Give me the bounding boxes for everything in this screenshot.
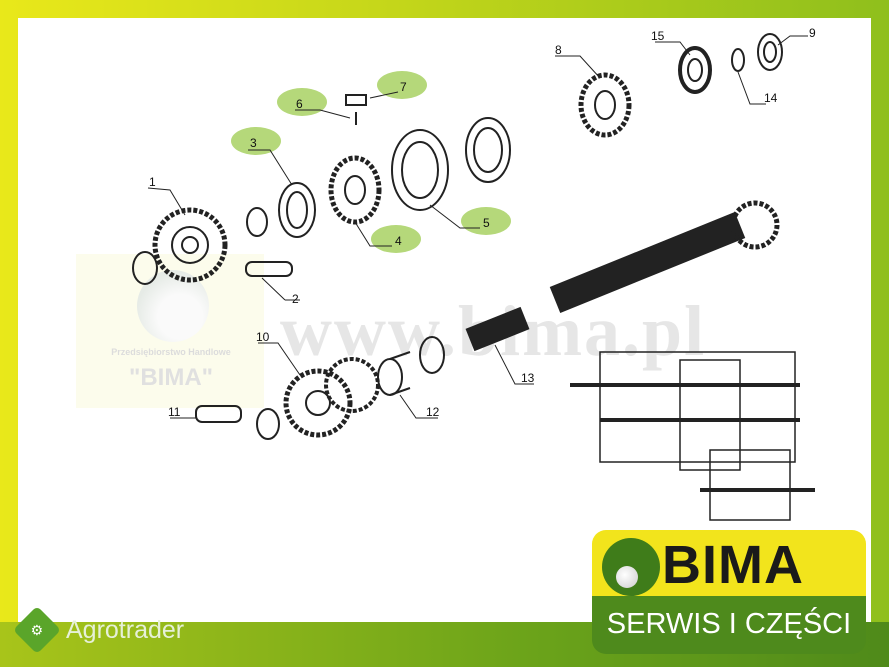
part-label-11: 11 <box>168 405 181 419</box>
gear-1 <box>152 207 228 283</box>
gear-4 <box>328 155 382 225</box>
part-label-13: 13 <box>521 371 535 385</box>
part-label-6: 6 <box>296 97 303 111</box>
bearing-left <box>132 251 158 285</box>
part-label-12: 12 <box>426 405 440 419</box>
shaft <box>549 200 780 313</box>
part-label-15: 15 <box>651 29 665 43</box>
watermark-logo-icon <box>137 270 209 342</box>
ring-3 <box>278 182 316 238</box>
bearing-12 <box>419 336 445 374</box>
part-label-10: 10 <box>256 330 270 344</box>
part-label-8: 8 <box>555 43 562 57</box>
ring-5 <box>391 129 449 211</box>
part-label-9: 9 <box>809 26 816 40</box>
tube-13 <box>465 306 530 352</box>
leader-lines <box>147 35 808 419</box>
highlight-7 <box>377 71 427 99</box>
watermark-company-name: "BIMA" <box>128 364 214 391</box>
detent-6-7 <box>345 94 367 125</box>
bima-tagline: SERWIS I CZĘŚCI <box>606 608 852 640</box>
bearing-11 <box>256 408 280 440</box>
agrotrader-text: Agrotrader <box>66 615 185 644</box>
ring-sync <box>465 117 511 183</box>
part-label-5: 5 <box>483 216 490 230</box>
gearbox-section <box>570 351 815 521</box>
bima-ball-icon <box>602 538 660 596</box>
highlight-ellipses <box>231 71 511 253</box>
pin-2 <box>245 261 293 277</box>
bearing-small <box>246 207 268 237</box>
part-label-4: 4 <box>395 234 402 248</box>
part-label-7: 7 <box>400 80 407 94</box>
bima-logo: BIMA SERWIS I CZĘŚCI <box>592 530 866 654</box>
circlip-14 <box>731 48 745 72</box>
gear-8 <box>578 72 632 138</box>
watermark-company-line: Przedsiębiorstwo Handlowe <box>111 347 231 357</box>
part-label-2: 2 <box>292 292 299 306</box>
highlight-6 <box>277 88 327 116</box>
part-label-3: 3 <box>250 136 257 150</box>
sleeve-12 <box>377 351 411 396</box>
pin-11 <box>195 405 242 423</box>
agrotrader-watermark: ⚙ Agrotrader <box>12 605 185 655</box>
gear-10 <box>283 357 380 438</box>
part-label-14: 14 <box>764 91 778 105</box>
washer-9 <box>757 33 783 71</box>
part-label-1: 1 <box>149 175 156 189</box>
hub-15 <box>678 46 712 94</box>
tractor-icon: ⚙ <box>12 605 62 655</box>
bima-brand: BIMA <box>662 535 804 595</box>
highlight-3 <box>231 127 281 155</box>
